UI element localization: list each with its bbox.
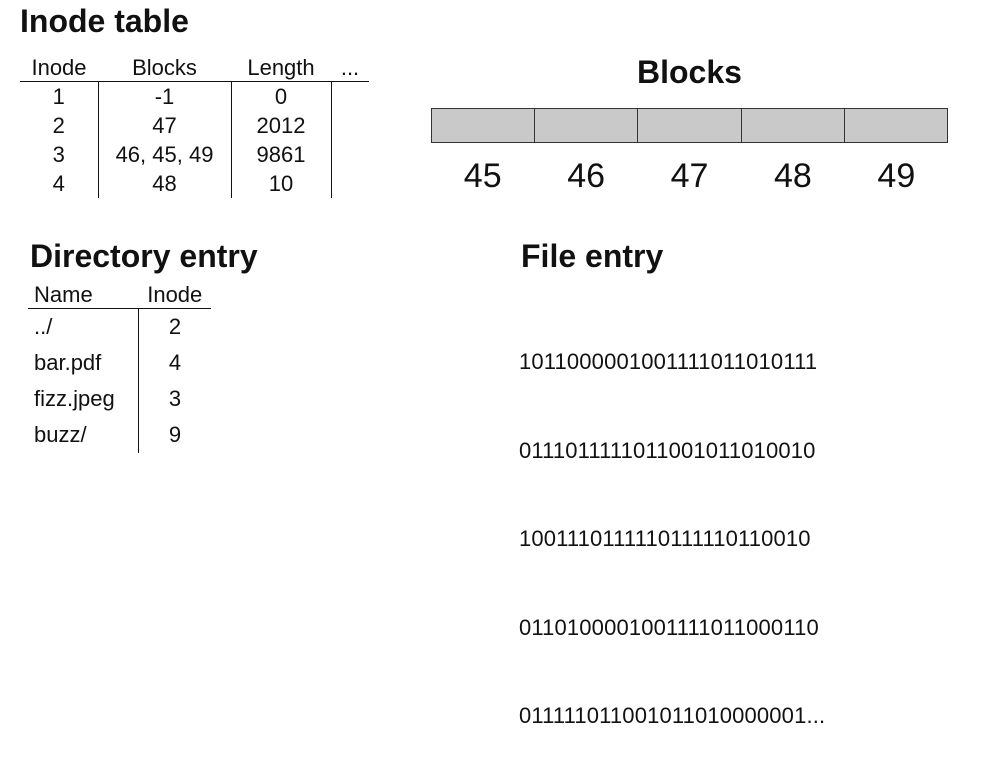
table-row: fizz.jpeg 3 bbox=[28, 381, 211, 417]
block-49 bbox=[844, 109, 948, 142]
file-content-line: 011111011001011010000001... bbox=[519, 703, 826, 728]
inode-cell: 2 bbox=[52, 113, 65, 138]
directory-entry-title: Directory entry bbox=[30, 238, 258, 274]
length-cell: 9861 bbox=[230, 140, 331, 169]
blocks-column-header: Blocks bbox=[98, 55, 231, 82]
inode-cell: 4 bbox=[52, 171, 65, 196]
directory-table: Name Inode ../ 2 bar.pdf 4 fizz.jpeg 3 b… bbox=[28, 282, 211, 453]
length-cell: 0 bbox=[230, 81, 331, 111]
inode-cell: 3 bbox=[138, 381, 211, 417]
blocks-cell: -1 bbox=[97, 81, 231, 111]
inode-table-title: Inode table bbox=[20, 3, 189, 39]
inode-cell: 9 bbox=[138, 417, 211, 453]
block-label: 47 bbox=[670, 157, 709, 195]
block-labels: 45 46 47 48 49 bbox=[431, 157, 948, 195]
blocks-bar bbox=[431, 108, 948, 143]
name-column-header: Name bbox=[28, 282, 139, 309]
name-cell: bar.pdf bbox=[34, 350, 102, 375]
length-cell: 2012 bbox=[230, 111, 331, 140]
file-content-line: 0110100001001111011000110 bbox=[519, 614, 819, 640]
block-label: 45 bbox=[463, 157, 502, 195]
length-column-header: Length bbox=[231, 55, 331, 82]
inode-table: Inode Blocks Length ... 1 -1 0 2 47 2012… bbox=[20, 55, 369, 198]
more-cell bbox=[330, 169, 369, 198]
name-cell: ../ bbox=[34, 314, 53, 339]
table-row: buzz/ 9 bbox=[28, 417, 211, 453]
inode-cell: 3 bbox=[52, 142, 65, 167]
blocks-cell: 48 bbox=[97, 169, 231, 198]
block-label: 49 bbox=[877, 157, 916, 195]
inode-column-header: Inode bbox=[138, 282, 211, 309]
inode-column-header: Inode bbox=[20, 55, 98, 82]
file-content: 1011000001001111011010111 01110111110110… bbox=[519, 288, 825, 760]
name-cell: buzz/ bbox=[34, 422, 87, 447]
blocks-title: Blocks bbox=[637, 54, 742, 90]
table-row: ../ 2 bbox=[28, 308, 211, 345]
table-row: 3 46, 45, 49 9861 bbox=[20, 140, 369, 169]
more-cell bbox=[330, 81, 369, 111]
table-row: 1 -1 0 bbox=[20, 81, 369, 111]
more-columns-header: ... bbox=[331, 55, 369, 82]
block-45 bbox=[432, 109, 536, 142]
more-cell bbox=[330, 140, 369, 169]
file-content-line: 1001110111110111110110010 bbox=[519, 526, 811, 551]
table-row: 2 47 2012 bbox=[20, 111, 369, 140]
inode-cell: 1 bbox=[52, 84, 65, 109]
table-row: bar.pdf 4 bbox=[28, 345, 211, 381]
inode-table-header-row: Inode Blocks Length ... bbox=[20, 55, 369, 82]
name-cell: fizz.jpeg bbox=[34, 386, 115, 411]
block-46 bbox=[535, 109, 639, 142]
table-row: 4 48 10 bbox=[20, 169, 369, 198]
inode-cell: 4 bbox=[138, 345, 211, 381]
length-cell: 10 bbox=[230, 169, 331, 198]
inode-cell: 2 bbox=[138, 308, 211, 345]
blocks-cell: 47 bbox=[97, 111, 231, 140]
block-label: 46 bbox=[567, 157, 606, 195]
block-47 bbox=[638, 109, 742, 142]
file-entry-title: File entry bbox=[521, 238, 664, 274]
more-cell bbox=[330, 111, 369, 140]
block-48 bbox=[741, 109, 845, 142]
blocks-cell: 46, 45, 49 bbox=[97, 140, 231, 169]
file-content-line: 1011000001001111011010111 bbox=[519, 349, 818, 374]
file-content-line: 0111011111011001011010010 bbox=[519, 437, 816, 463]
block-label: 48 bbox=[774, 157, 812, 195]
directory-header-row: Name Inode bbox=[28, 282, 211, 309]
